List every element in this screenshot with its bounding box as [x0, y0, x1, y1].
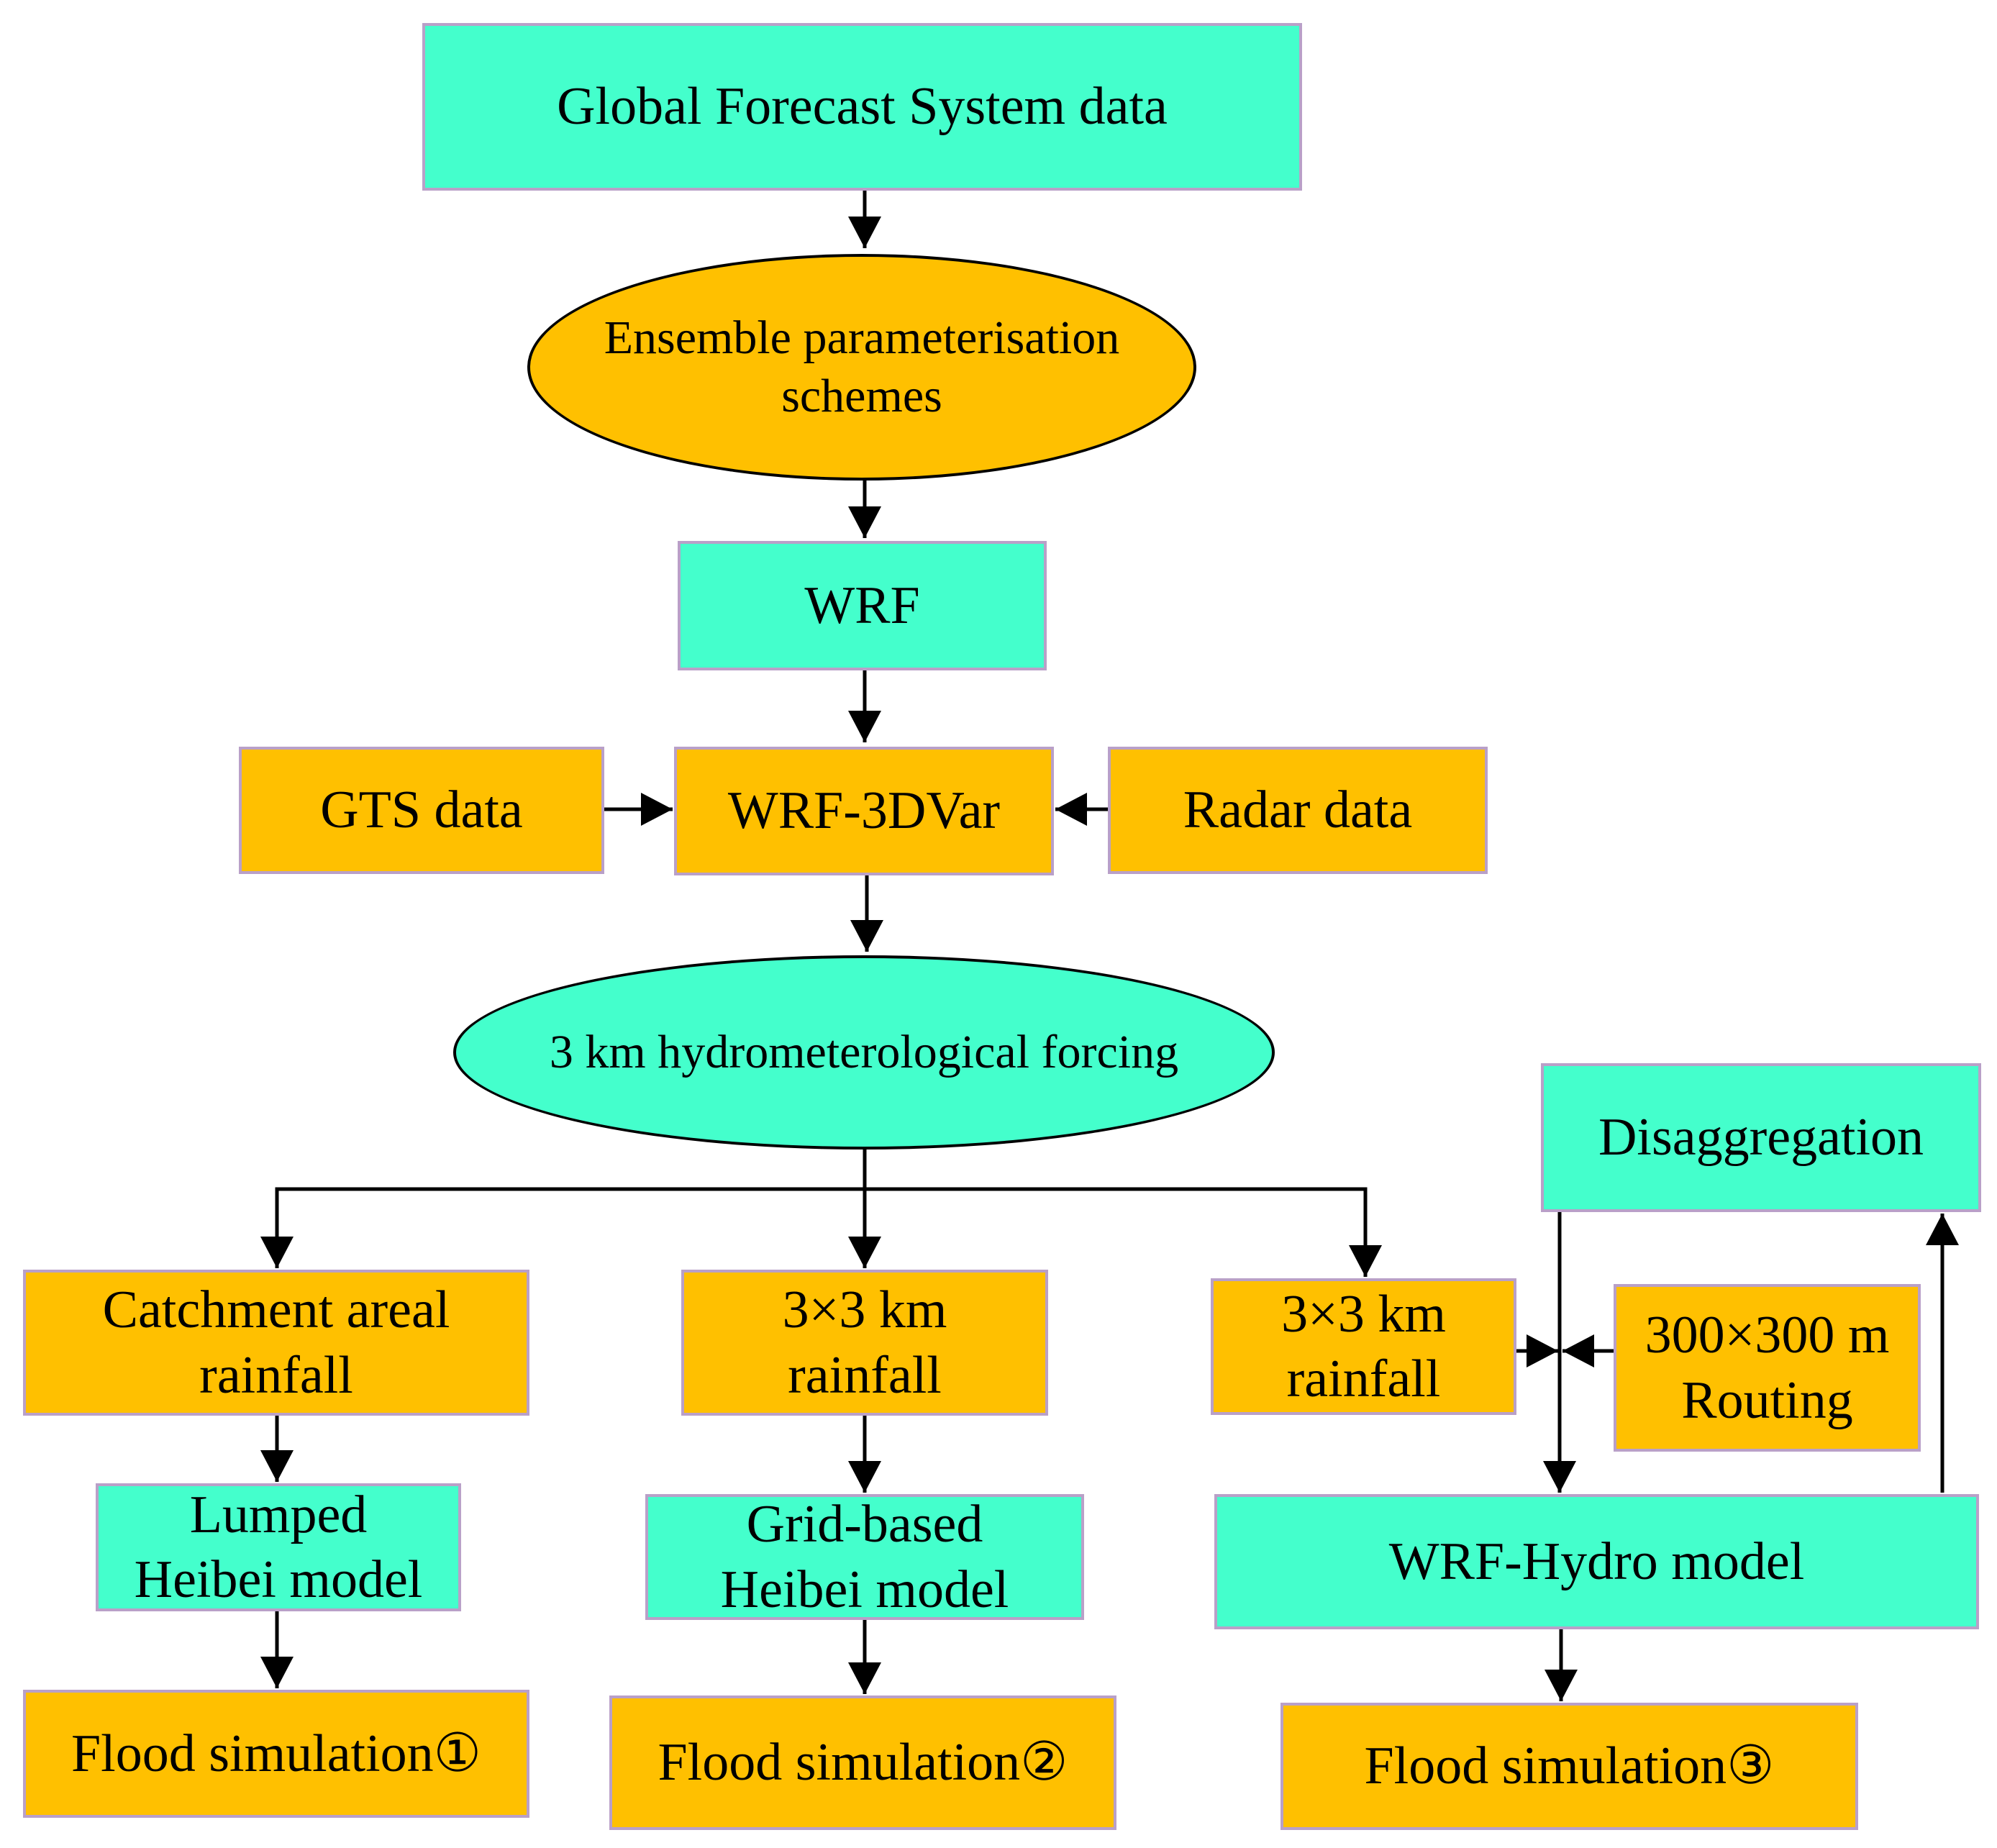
gts-data-label: GTS data: [320, 780, 523, 840]
flood-simulation-3-box: Flood simulation③: [1280, 1703, 1858, 1830]
ensemble-schemes-label: Ensemble parameterisation schemes: [604, 311, 1120, 422]
forcing-label: 3 km hydrometerological forcing: [549, 1025, 1179, 1078]
gfs-data-box: Global Forecast System data: [422, 23, 1302, 191]
rainfall-3km-right-label: 3×3 km rainfall: [1281, 1284, 1446, 1408]
grid-based-model-box: Grid-based Heibei model: [645, 1494, 1084, 1620]
wrf-hydro-label: WRF-Hydro model: [1388, 1531, 1805, 1591]
rainfall-3km-mid-box: 3×3 km rainfall: [681, 1270, 1048, 1416]
connector-forcing-split: [260, 1150, 867, 1268]
rainfall-3km-mid-label: 3×3 km rainfall: [782, 1280, 947, 1405]
routing-box: 300×300 m Routing: [1614, 1284, 1921, 1452]
flood-simulation-1-label: Flood simulation①: [71, 1724, 481, 1783]
radar-data-label: Radar data: [1183, 780, 1413, 840]
flood-simulation-1-box: Flood simulation①: [23, 1690, 529, 1818]
wrf-hydro-box: WRF-Hydro model: [1214, 1494, 1979, 1629]
lumped-model-label: Lumped Heibei model: [134, 1485, 423, 1609]
rainfall-3km-right-box: 3×3 km rainfall: [1211, 1278, 1516, 1415]
forcing-ellipse: 3 km hydrometerological forcing: [453, 955, 1275, 1150]
wrf-label: WRF: [804, 575, 920, 635]
flood-simulation-3-label: Flood simulation③: [1364, 1737, 1775, 1796]
routing-label: 300×300 m Routing: [1645, 1306, 1890, 1430]
gfs-data-label: Global Forecast System data: [557, 77, 1168, 137]
radar-data-box: Radar data: [1108, 747, 1488, 874]
disaggregation-label: Disaggregation: [1598, 1108, 1924, 1167]
flood-simulation-2-box: Flood simulation②: [609, 1695, 1116, 1830]
wrf-3dvar-box: WRF-3DVar: [674, 747, 1054, 875]
catchment-rainfall-box: Catchment areal rainfall: [23, 1270, 529, 1416]
grid-based-model-label: Grid-based Heibei model: [720, 1495, 1009, 1619]
catchment-rainfall-label: Catchment areal rainfall: [102, 1280, 450, 1405]
gts-data-box: GTS data: [239, 747, 604, 874]
flood-simulation-2-label: Flood simulation②: [658, 1733, 1068, 1793]
disaggregation-box: Disaggregation: [1541, 1063, 1981, 1212]
wrf-box: WRF: [678, 541, 1047, 670]
ensemble-schemes-ellipse: Ensemble parameterisation schemes: [527, 254, 1196, 481]
arrow-split-to-right: [865, 1187, 1382, 1277]
wrf-3dvar-label: WRF-3DVar: [727, 781, 1001, 841]
lumped-model-box: Lumped Heibei model: [96, 1483, 461, 1611]
